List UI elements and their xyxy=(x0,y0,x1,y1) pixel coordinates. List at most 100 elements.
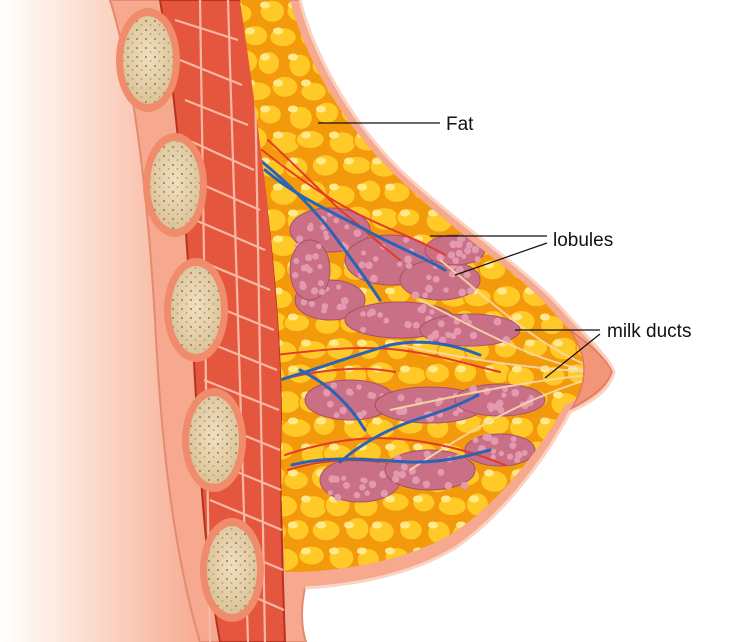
fat-lobe-highlight xyxy=(469,27,479,35)
fat-lobe xyxy=(534,573,564,596)
fat-lobe xyxy=(594,3,604,24)
fat-lobe-highlight xyxy=(301,339,311,347)
fat-lobe-highlight xyxy=(568,157,578,165)
fat-label: Fat xyxy=(446,114,474,135)
fat-lobe xyxy=(565,104,596,131)
fat-lobe-highlight xyxy=(596,105,604,113)
fat-lobe-highlight xyxy=(568,1,578,9)
lobule-acinus xyxy=(429,309,435,315)
fat-lobe-highlight xyxy=(357,339,367,347)
fat-lobe-highlight xyxy=(497,131,507,139)
fat-lobe-highlight xyxy=(525,131,535,139)
fat-lobe-highlight xyxy=(568,209,578,217)
fat-lobe-highlight xyxy=(316,1,326,9)
fat-lobe-highlight xyxy=(553,391,563,399)
fat-lobe xyxy=(311,153,340,177)
fat-lobe xyxy=(480,570,510,572)
fat-lobe-highlight xyxy=(609,444,619,451)
fat-lobe-highlight xyxy=(553,547,563,555)
fat-lobe xyxy=(609,128,634,150)
fat-lobe-highlight xyxy=(441,495,451,503)
fat-lobe xyxy=(603,492,604,518)
fat-lobe-highlight xyxy=(288,469,298,477)
fat-lobe-highlight xyxy=(596,417,604,425)
fat-lobe-highlight xyxy=(372,105,382,113)
fat-lobe xyxy=(438,180,464,204)
lobule-acinus xyxy=(471,245,480,254)
lobule-acinus xyxy=(455,240,464,248)
lobule-acinus xyxy=(444,481,453,490)
fat-lobe xyxy=(537,517,565,540)
fat-lobe xyxy=(608,27,636,46)
fat-lobe xyxy=(399,574,427,596)
lobule-acinus xyxy=(404,320,412,329)
fat-lobe xyxy=(365,360,396,385)
fat-lobe-highlight xyxy=(581,183,591,191)
fat-lobe-highlight xyxy=(469,183,479,191)
fat-lobe xyxy=(327,25,355,49)
fat-lobe-highlight xyxy=(581,27,591,35)
fat-lobe-highlight xyxy=(385,547,395,555)
fat-lobe xyxy=(580,81,604,102)
fat-lobe-highlight xyxy=(581,79,591,87)
fat-lobe xyxy=(384,74,411,98)
fat-lobe-highlight xyxy=(385,183,395,191)
fat-lobe-highlight xyxy=(568,521,578,529)
fat-lobe-highlight xyxy=(609,28,619,35)
fat-lobe-highlight xyxy=(357,79,367,87)
fat-lobe-highlight xyxy=(372,1,382,9)
fat-lobe xyxy=(409,79,436,101)
fat-lobe xyxy=(398,47,424,73)
lobule-acinus xyxy=(365,261,373,270)
fat-lobe-highlight xyxy=(609,184,619,191)
fat-lobe-highlight xyxy=(596,521,604,529)
fat-lobe-highlight xyxy=(288,417,298,425)
lobule-acinus xyxy=(303,263,310,270)
fat-lobe-highlight xyxy=(301,79,311,87)
fat-lobe-highlight xyxy=(400,521,410,529)
fat-lobe xyxy=(520,185,551,206)
lobule-acinus xyxy=(342,481,351,489)
fat-lobe-highlight xyxy=(301,547,311,555)
fat-lobe xyxy=(591,155,604,177)
lobule-acinus xyxy=(482,433,490,441)
lobule-acinus xyxy=(511,388,520,397)
fat-lobe xyxy=(453,52,486,78)
fat-lobe-highlight xyxy=(344,521,354,529)
fat-lobe xyxy=(341,0,371,20)
fat-lobe xyxy=(466,79,498,104)
fat-lobe xyxy=(365,52,395,77)
fat-lobe xyxy=(497,547,522,571)
fat-lobe-highlight xyxy=(385,131,395,139)
fat-lobe xyxy=(536,260,565,284)
lobule-acinus xyxy=(368,480,377,489)
lobule-acinus xyxy=(403,237,410,244)
fat-lobe xyxy=(564,470,592,491)
fat-lobe xyxy=(508,569,539,572)
fat-lobe-highlight xyxy=(288,313,298,321)
fat-lobe-highlight xyxy=(441,79,451,87)
fat-lobe-highlight xyxy=(484,261,494,269)
fat-lobe xyxy=(353,78,384,100)
fat-lobe xyxy=(603,184,604,206)
lobule-acinus xyxy=(333,412,340,419)
fat-lobe-highlight xyxy=(329,443,339,451)
lobule-acinus xyxy=(501,392,507,398)
fat-lobe xyxy=(428,2,455,25)
fat-lobe xyxy=(523,26,554,52)
fat-lobe xyxy=(551,441,580,465)
lobule-acinus xyxy=(493,317,502,326)
fat-lobe-highlight xyxy=(525,183,535,191)
fat-lobe xyxy=(577,439,604,463)
fat-lobe xyxy=(581,494,604,515)
lobule-acinus xyxy=(461,313,469,322)
lobule-acinus xyxy=(348,390,354,396)
fat-lobe-highlight xyxy=(357,27,367,35)
lobule-acinus xyxy=(353,491,361,499)
fat-lobe xyxy=(398,104,423,124)
fat-lobe xyxy=(577,126,604,150)
fat-lobe xyxy=(495,179,526,201)
fat-lobe xyxy=(589,49,604,75)
fat-lobe-highlight xyxy=(553,495,563,503)
